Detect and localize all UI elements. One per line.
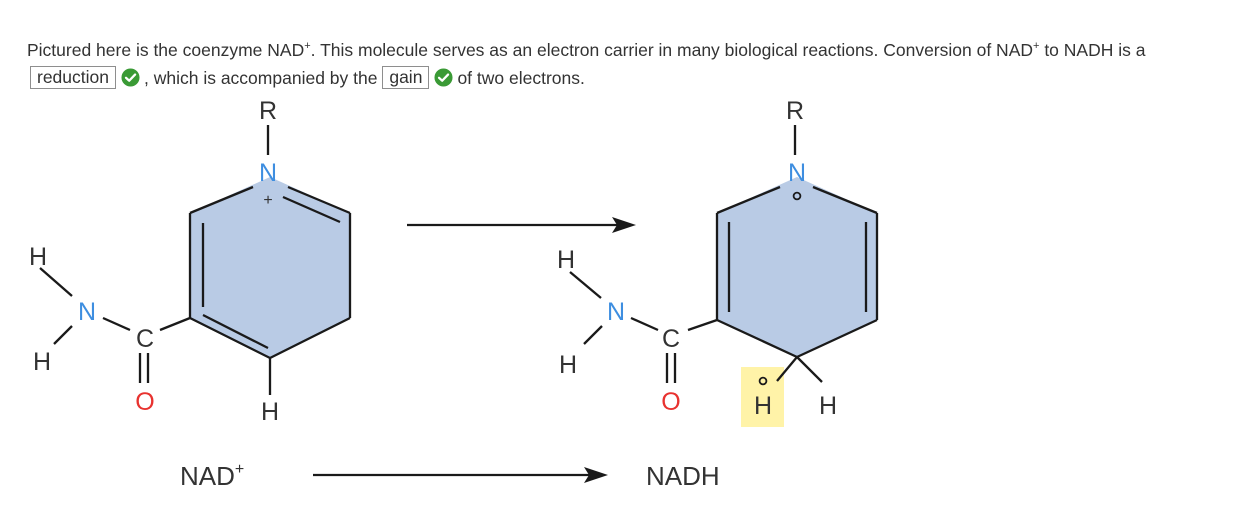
nad-ring [190,177,350,358]
nad-label-sup: + [235,461,244,478]
nad-amide-hydrogen-bottom: H [33,348,51,376]
nad-ring-hydrogen: H [261,398,279,426]
nadh-amide-hydrogen-top: H [557,246,575,274]
check-icon [434,68,453,87]
answer-box-gain[interactable]: gain [382,66,430,90]
nadh-r-group: R [786,97,804,125]
nadh-molecule: R N H H N H H C O [557,97,879,427]
nad-carbonyl-carbon: C [136,325,154,353]
nad-ring-nitrogen: N [259,159,277,187]
reaction-arrow-bottom [313,467,608,483]
nad-r-group: R [259,97,277,125]
sentence-part-3: to NADH is a [1039,40,1146,60]
question-sentence: Pictured here is the coenzyme NAD+. This… [27,36,1217,92]
nad-carbonyl-oxygen: O [135,388,154,416]
nadh-carbonyl-carbon: C [662,325,680,353]
nadh-amide-hydrogen-bottom: H [559,351,577,379]
answer-box-reduction[interactable]: reduction [30,66,116,90]
nadh-label: NADH [646,461,720,491]
nad-label: NAD+ [180,461,244,491]
nadh-new-hydrogen: H [754,392,772,420]
reaction-arrow-top [407,217,636,233]
nad-bonds [39,125,352,395]
nadh-ring-nitrogen: N [788,159,806,187]
nadh-nitrogen-lone-pair [792,191,802,201]
nad-molecule: R N + H N H H C O [29,97,352,426]
sentence-part-1: Pictured here is the coenzyme NAD [27,40,305,60]
sentence-part-5: of two electrons. [457,68,585,88]
nadh-carbonyl-oxygen: O [661,388,680,416]
sentence-sup-1: + [304,40,311,53]
nadh-bonds [569,125,879,383]
nad-amide-nitrogen: N [78,298,96,326]
nadh-amide-nitrogen: N [607,298,625,326]
new-hydrogen-electron-pair [758,376,768,386]
sentence-part-4: , which is accompanied by the [144,68,378,88]
nadh-ring-hydrogen: H [819,392,837,420]
nad-positive-charge: + [263,192,272,209]
nad-amide-hydrogen-top: H [29,243,47,271]
sentence-sup-2: + [1033,40,1040,53]
nadh-ring [717,177,877,357]
sentence-part-2: . This molecule serves as an electron ca… [310,40,1034,60]
check-icon [121,68,140,87]
nad-label-text: NAD [180,461,235,491]
